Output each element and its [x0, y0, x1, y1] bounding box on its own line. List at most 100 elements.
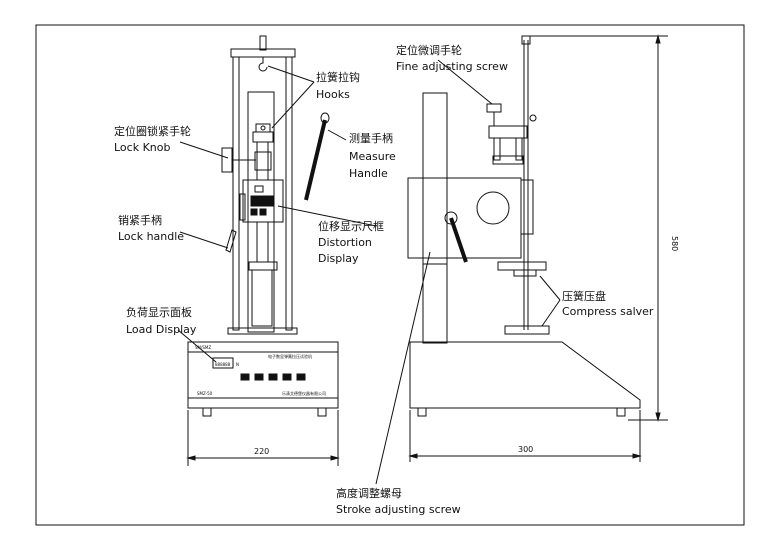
dim-580-arrow-top [655, 34, 661, 44]
label-lock-knob-cn: 定位圈锁紧手轮 [114, 124, 191, 138]
label-fine-adjust-en: Fine adjusting screw [396, 60, 508, 73]
label-stroke-en: Stroke adjusting screw [336, 503, 461, 516]
left-foot-2 [317, 407, 327, 417]
leader-hooks-lower [271, 81, 315, 129]
leader-distortion [277, 205, 377, 227]
left-foot-1 [202, 407, 212, 417]
lower-hook-block [255, 123, 271, 133]
distortion-display-box [242, 179, 284, 223]
panel-brand: SM/SMZ [195, 345, 211, 350]
leader-fine-adjust [437, 59, 493, 105]
carriage-lower-plate [492, 155, 524, 165]
display-button-a [250, 208, 258, 216]
label-distortion-en-2: Display [318, 252, 359, 265]
head-handle [449, 217, 468, 263]
display-button-b [259, 208, 267, 216]
fine-adjust-knob [486, 103, 502, 113]
lower-barrel [251, 269, 273, 327]
leader-stroke-screw [375, 251, 431, 485]
lower-hook-pin [260, 125, 266, 131]
compress-plate [248, 261, 278, 271]
carriage-pin [529, 114, 537, 122]
label-load-display-en: Load Display [126, 323, 197, 336]
main-column [422, 92, 448, 344]
right-foot-1 [417, 407, 427, 417]
label-measure-handle-en-2: Handle [349, 167, 388, 180]
callout-labels: 拉簧拉钩 Hooks 定位圈锁紧手轮 Lock Knob 测量手柄 Measur… [114, 43, 679, 516]
lock-handle [225, 229, 237, 253]
compress-salver-top [497, 261, 547, 271]
leader-load-display [177, 329, 217, 363]
panel-display: 888888 [215, 362, 231, 367]
leader-lock-knob [179, 141, 229, 159]
right-foot-2 [616, 407, 626, 417]
hook-housing [252, 131, 274, 143]
head-side-plate [520, 179, 534, 235]
panel-key-4 [282, 373, 292, 381]
upper-hook [258, 57, 268, 72]
leader-measure-handle [327, 129, 347, 141]
panel-model: SMZ-50 [197, 391, 213, 396]
label-fine-adjust-cn: 定位微调手轮 [396, 43, 462, 57]
dim-220-arrow-right [330, 455, 340, 461]
label-measure-handle-en-1: Measure [349, 150, 396, 163]
head-block [407, 177, 522, 259]
dim-300-arrow-right [632, 453, 642, 459]
compress-salver-stem [513, 269, 537, 277]
label-compress-cn: 压簧压盘 [562, 289, 606, 303]
label-distortion-cn: 位移显示尺框 [318, 219, 384, 233]
panel-key-3 [268, 373, 278, 381]
leader-lock-handle [179, 231, 229, 249]
dimension-lines [186, 34, 668, 466]
label-lock-handle-en: Lock handle [118, 230, 184, 243]
leader-lines [177, 59, 561, 485]
leader-hooks-upper [267, 65, 315, 83]
panel-key-5 [296, 373, 306, 381]
label-compress-en: Compress salver [562, 305, 654, 318]
side-base [409, 341, 641, 409]
carriage-post-left [493, 137, 501, 161]
head-window [476, 191, 510, 225]
side-view-machine [407, 35, 641, 417]
label-lock-knob-en: Lock Knob [114, 141, 170, 154]
fine-adjust-carriage [488, 125, 528, 139]
label-measure-handle-cn: 测量手柄 [349, 131, 393, 145]
dim-label-580: 580 [670, 236, 679, 251]
panel-unit: N [236, 362, 239, 367]
column-collar [422, 257, 448, 265]
top-rod [259, 35, 267, 51]
drawing-border [35, 24, 745, 526]
leader-compress-lower [541, 299, 561, 327]
label-lock-handle-cn: 销紧手柄 [118, 213, 162, 227]
carriage-post-right [515, 137, 523, 161]
slider-block [254, 151, 272, 171]
measure-handle [304, 119, 327, 201]
left-column [232, 56, 240, 331]
label-load-display-cn: 负荷显示面板 [126, 305, 192, 319]
panel-key-2 [254, 373, 264, 381]
measure-handle-knob [320, 112, 330, 124]
right-column [285, 56, 293, 331]
label-distortion-en-1: Distortion [318, 236, 372, 249]
display-digits [250, 195, 274, 207]
guide-frame [247, 91, 275, 333]
dim-580-arrow-bottom [655, 412, 661, 422]
label-hooks-en: Hooks [316, 88, 350, 101]
front-view-machine [187, 35, 339, 417]
dim-300-arrow-left [408, 453, 418, 459]
display-side-clip [239, 193, 246, 221]
load-display-window [212, 357, 234, 369]
label-hooks-cn: 拉簧拉钩 [316, 70, 360, 84]
dim-220-arrow-left [186, 455, 196, 461]
panel-title: 电子数显弹簧拉压试验机 [268, 353, 312, 359]
side-rod-cap [521, 35, 531, 45]
dim-label-300: 300 [518, 445, 533, 454]
panel-maker: 乐清艾德堡仪器有限公司 [282, 390, 326, 396]
lock-knob [221, 147, 233, 173]
panel-key-1 [240, 373, 250, 381]
column-base [227, 327, 298, 335]
display-window [254, 185, 264, 193]
compress-salver-bottom [504, 325, 550, 335]
